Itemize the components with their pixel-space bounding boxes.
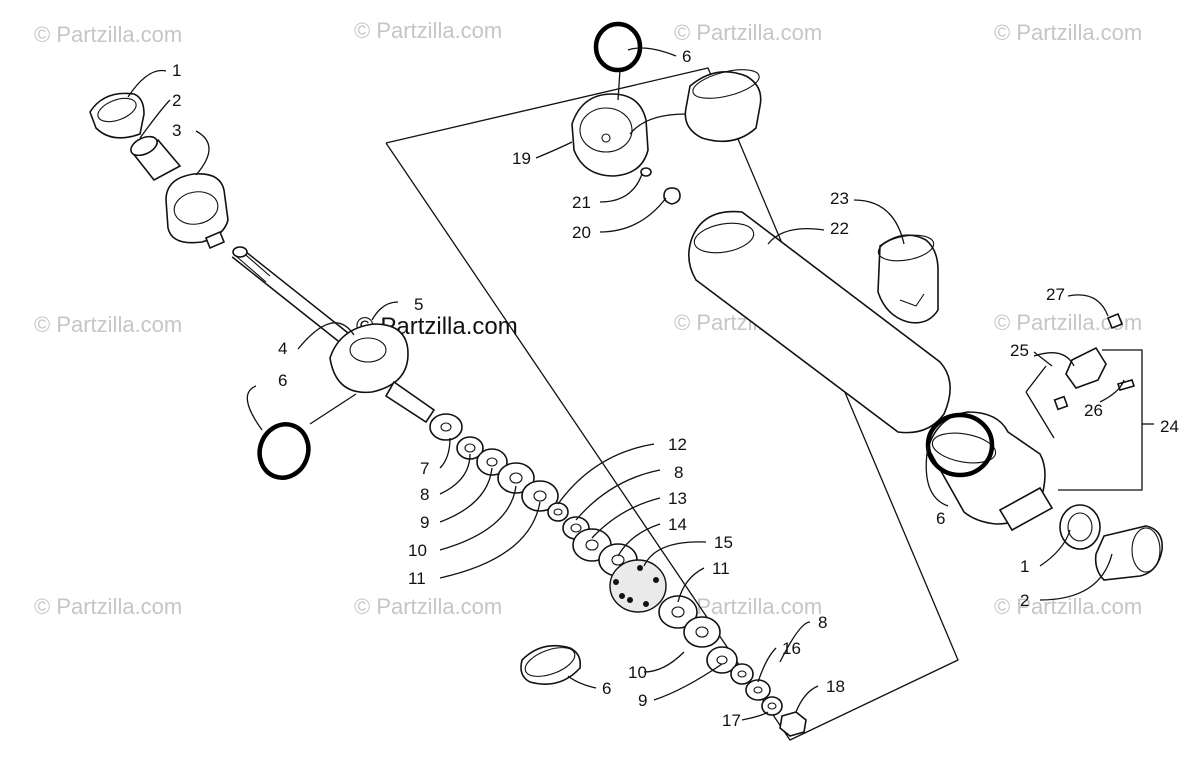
callout-number: 3 [172,121,181,140]
callout-number: 27 [1046,285,1065,304]
callout-number: 2 [172,91,181,110]
callout-number: 1 [1020,557,1029,576]
clip [640,167,652,177]
piston [609,559,667,613]
nut [779,711,807,737]
callout-number: 8 [818,613,827,632]
watermark: © Partzilla.com [354,594,502,619]
reservoir-body [927,411,1054,532]
callout-number: 7 [420,459,429,478]
callout-number: 6 [936,509,945,528]
valve [663,187,681,205]
callout-number: 4 [278,339,287,358]
callout-number: 10 [408,541,427,560]
callout-number: 2 [1020,591,1029,610]
body-tube [688,210,951,434]
o-ring-left [257,422,311,480]
watermark: © Partzilla.com [674,594,822,619]
watermark: © Partzilla.com [994,20,1142,45]
callouts: 1 2 3 4 5 6 7 8 9 10 11 12 8 13 14 15 11… [172,47,1179,730]
callout-number: 26 [1084,401,1103,420]
callout-number: 6 [682,47,691,66]
watermark: © Partzilla.com [34,594,182,619]
callout-number: 5 [414,295,423,314]
o-ring-right [925,412,995,478]
callout-number: 19 [512,149,531,168]
callout-number: 9 [638,691,647,710]
watermark: © Partzilla.com [34,22,182,47]
watermark: © Partzilla.com [994,594,1142,619]
wear-band-lower [520,644,582,685]
callout-number: 8 [674,463,683,482]
callout-number: 15 [714,533,733,552]
watermark: © Partzilla.com [674,20,822,45]
sleeve-right [1094,525,1163,581]
lower-washers [658,595,807,737]
assembly-frame [385,67,959,741]
callout-number: 11 [712,559,730,578]
watermark: © Partzilla.com [34,312,182,337]
bushing-cap [89,92,145,139]
watermark: © Partzilla.com [354,18,502,43]
wear-band-top [684,69,762,143]
callout-number: 11 [408,569,426,588]
callout-number: 16 [782,639,801,658]
eyelet [165,173,229,250]
callout-number: 25 [1010,341,1029,360]
callout-number: 18 [826,677,845,696]
leader-lines [127,47,1154,721]
callout-number: 1 [172,61,181,80]
callout-number: 6 [602,679,611,698]
schrader-valve [1053,346,1136,411]
bushing-right [1059,504,1101,550]
callout-number: 17 [722,711,741,730]
callout-number: 23 [830,189,849,208]
piston-sleeve [877,234,939,324]
screw [1106,312,1124,330]
reservoir-cap [571,93,649,177]
callout-number: 22 [830,219,849,238]
callout-number: 9 [420,513,429,532]
callout-number: 12 [668,435,687,454]
callout-number: 8 [420,485,429,504]
sleeve [130,135,182,182]
callout-number: 20 [572,223,591,242]
callout-number: 6 [278,371,287,390]
callout-number: 24 [1160,417,1179,436]
callout-number: 21 [572,193,591,212]
shaft-body [329,323,436,424]
callout-number: 13 [668,489,687,508]
o-ring-top [593,21,643,73]
shaft [231,246,367,358]
callout-number: 14 [668,515,687,534]
callout-number: 10 [628,663,647,682]
washer-stack [429,413,638,577]
